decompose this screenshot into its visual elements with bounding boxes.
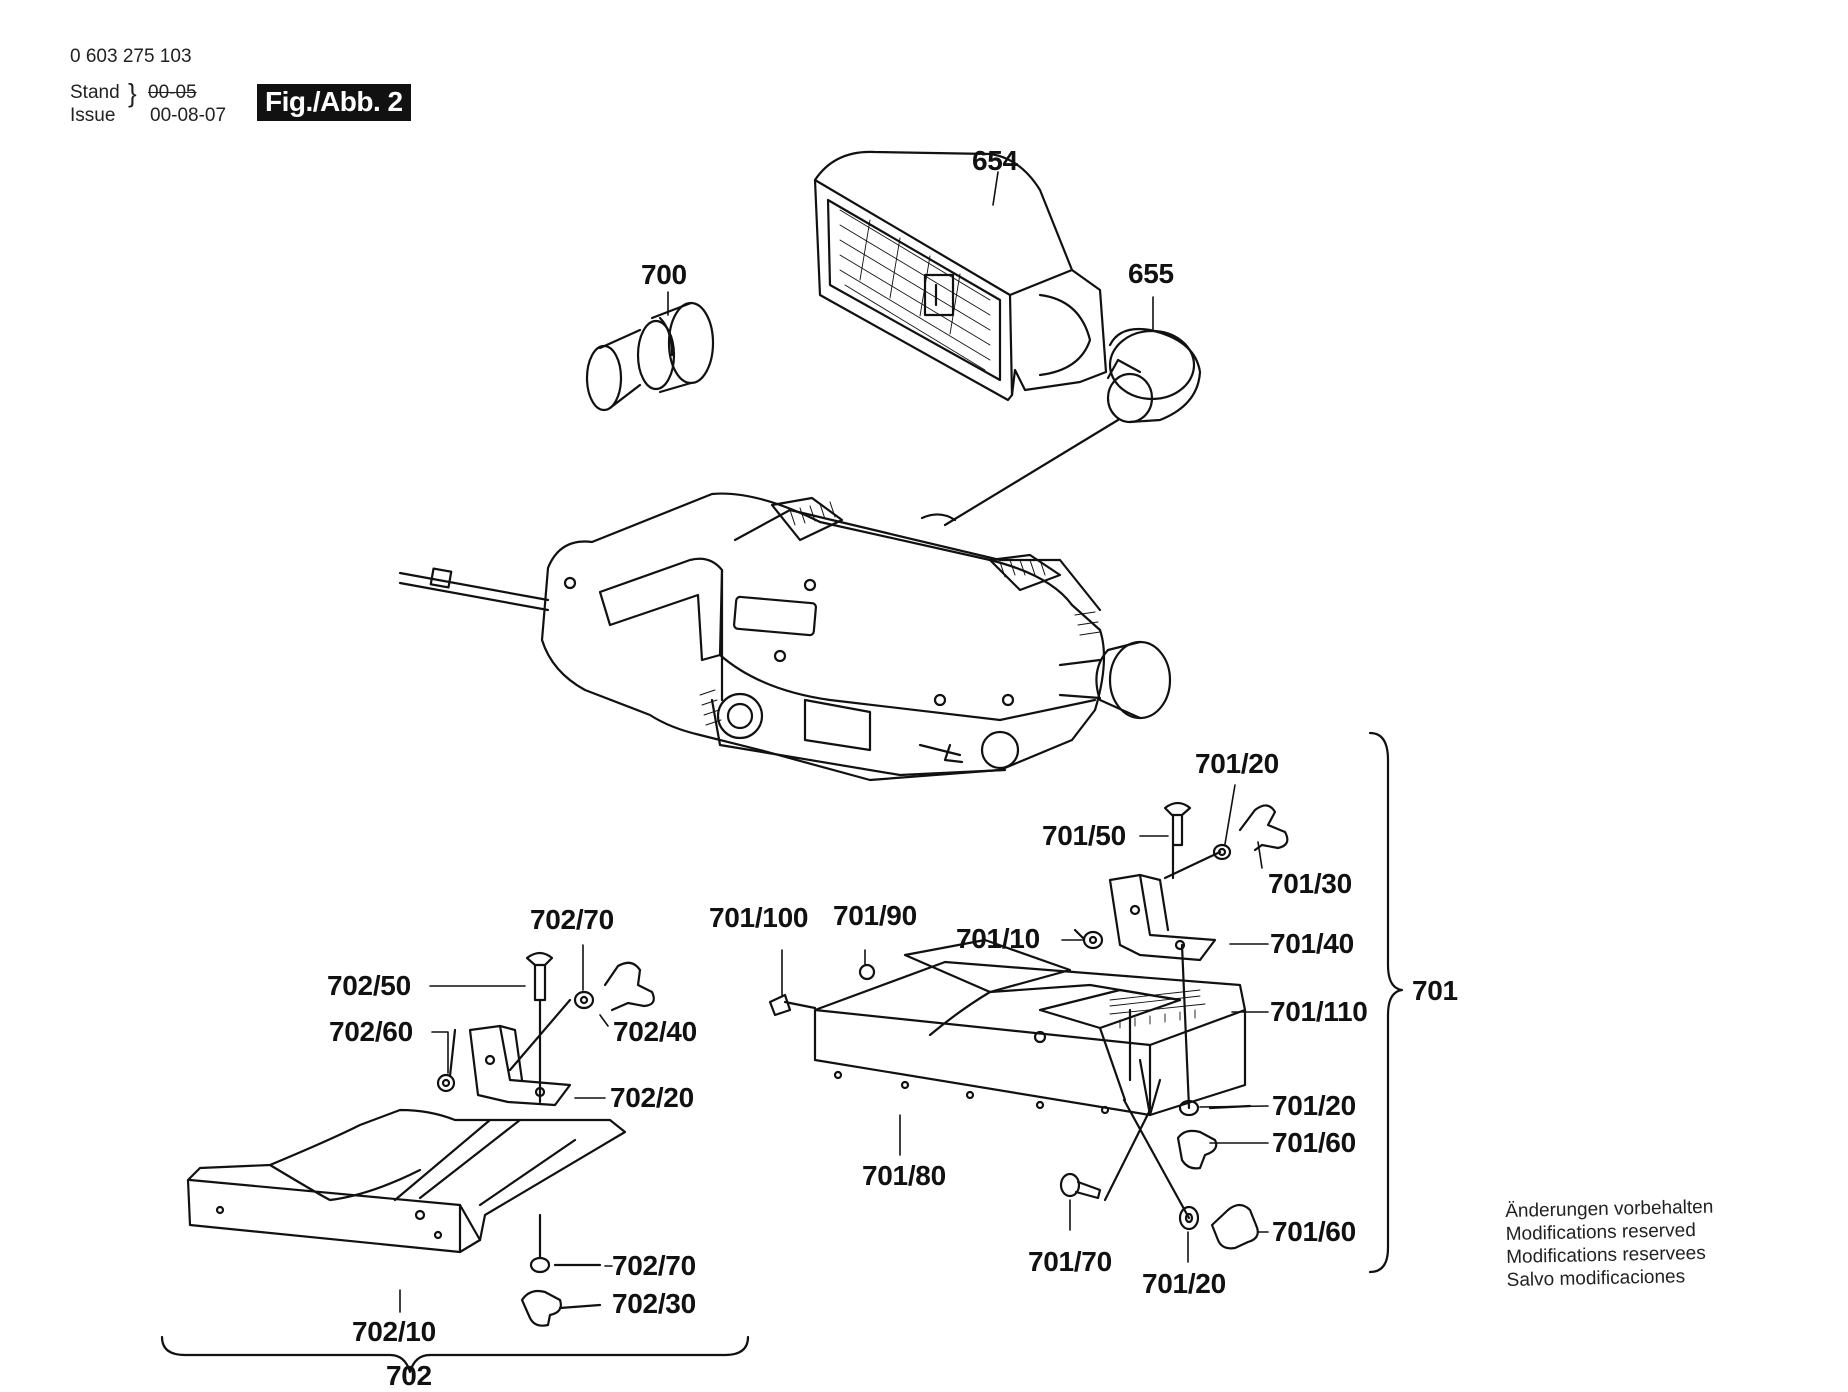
callout-700: 700 (641, 259, 687, 290)
callout-655: 655 (1128, 258, 1174, 289)
notice-line-es: Salvo modificaciones (1506, 1266, 1686, 1291)
leader-lines (399, 171, 1269, 1313)
callout-701-40: 701/40 (1270, 928, 1354, 959)
callout-701-90: 701/90 (833, 900, 917, 931)
issue-date: 00-08-07 (150, 105, 227, 126)
belt-sander-body (398, 418, 1172, 782)
nozzle-700 (585, 301, 715, 412)
dust-box-mesh (839, 209, 991, 371)
dust-box-654 (813, 150, 1108, 402)
body-ribbing (699, 501, 1101, 726)
callout-701-80: 701/80 (862, 1160, 946, 1191)
fence-assembly-702 (186, 951, 655, 1327)
old-date: 00-05 (148, 82, 197, 103)
brace-701 (1368, 731, 1404, 1274)
part-number: 0 603 275 103 (70, 46, 192, 67)
callout-702-70-bot: 702/70 (612, 1250, 696, 1281)
callout-701-10: 701/10 (956, 923, 1040, 954)
callout-701-20-bot: 701/20 (1142, 1268, 1226, 1299)
callout-702-70-top: 702/70 (530, 904, 614, 935)
brace-702 (160, 1335, 750, 1374)
brace-symbol: } (128, 78, 137, 108)
callout-701-50: 701/50 (1042, 820, 1126, 851)
callout-701-20-mid: 701/20 (1272, 1090, 1356, 1121)
callout-702-60: 702/60 (329, 1016, 413, 1047)
callout-701-20-top: 701/20 (1195, 748, 1279, 779)
callout-702-10: 702/10 (352, 1316, 436, 1347)
callout-701-30: 701/30 (1268, 868, 1352, 899)
issue-label: Issue (70, 105, 116, 126)
stand-label: Stand (70, 82, 120, 103)
fence-scale-marks (1109, 989, 1206, 1029)
modifications-notice: Änderungen vorbehalten Modifications res… (1505, 1196, 1715, 1292)
callout-701-70: 701/70 (1028, 1246, 1112, 1277)
callout-702-50: 702/50 (327, 970, 411, 1001)
callout-702-20: 702/20 (610, 1082, 694, 1113)
callout-701-60-b: 701/60 (1272, 1216, 1356, 1247)
callout-702: 702 (386, 1360, 432, 1391)
adapter-655 (1106, 327, 1202, 424)
figure-label: Fig./Abb. 2 (257, 84, 411, 121)
callout-654: 654 (972, 145, 1018, 176)
callout-701-100: 701/100 (709, 902, 809, 933)
callout-701: 701 (1412, 975, 1458, 1006)
callout-701-110: 701/110 (1270, 996, 1368, 1027)
callout-701-60-a: 701/60 (1272, 1127, 1356, 1158)
callout-702-40: 702/40 (613, 1016, 697, 1047)
callout-702-30: 702/30 (612, 1288, 696, 1319)
fence-assembly-701 (768, 801, 1289, 1250)
